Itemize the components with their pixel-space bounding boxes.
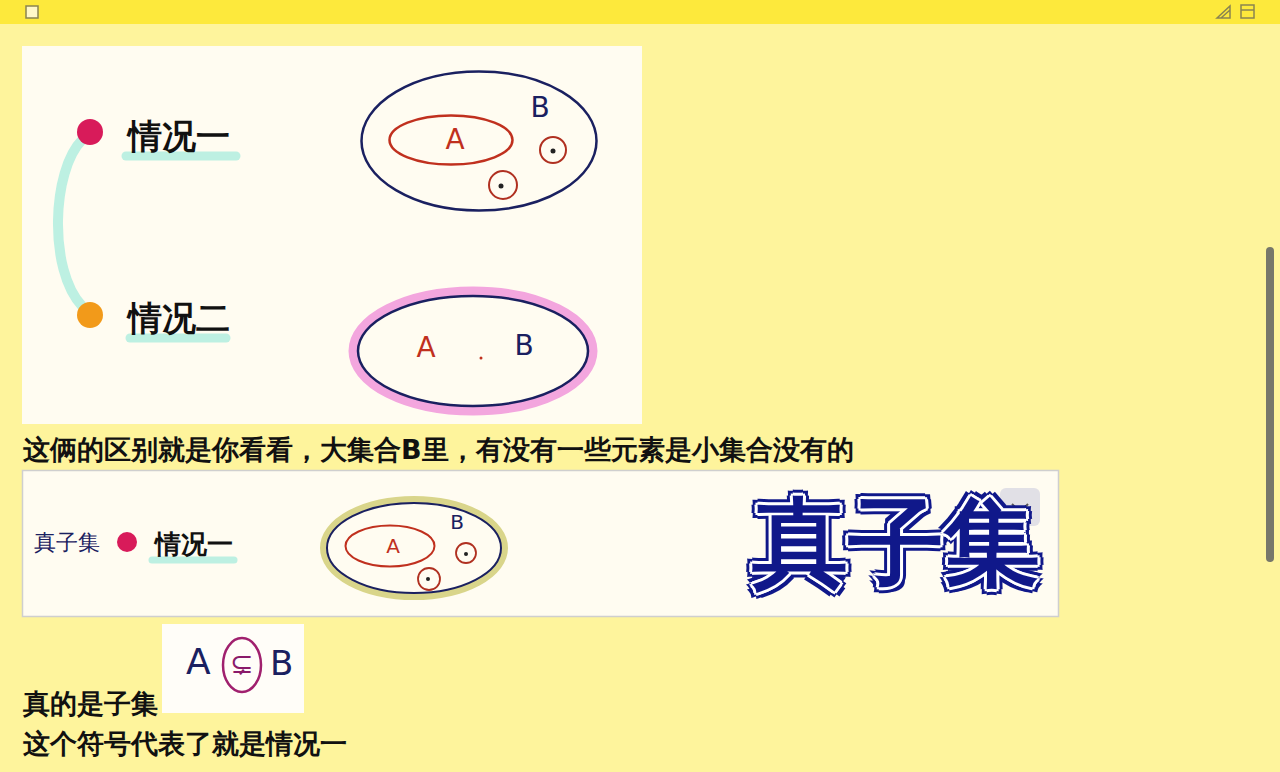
bullet-dot [77, 302, 103, 328]
set-ellipse: A [344, 524, 436, 568]
ellipse-ring [362, 72, 597, 211]
element-dot [426, 577, 430, 581]
set-letter: A [186, 640, 211, 683]
ellipse-ring [353, 291, 593, 411]
ellipse-outline [320, 496, 508, 600]
set-letter: B [514, 332, 533, 360]
resize-icon [1217, 6, 1230, 18]
element-circle [456, 543, 476, 563]
image-panel [22, 46, 642, 424]
scrollbar [1266, 247, 1274, 562]
set-ellipse: BA [320, 496, 508, 600]
bullet-dot [77, 119, 103, 145]
bullet-dot [117, 532, 137, 552]
set-ellipse: BA [360, 70, 598, 212]
set-letter: A [386, 536, 400, 556]
set-letter: B [530, 94, 549, 122]
ellipse-ring [346, 526, 435, 567]
symbol-circle [223, 638, 261, 692]
set-letter: A [416, 334, 435, 362]
ellipse-ring [324, 500, 505, 597]
element-circle [540, 137, 566, 163]
handwritten-label: 真子集 [34, 530, 100, 556]
case-label: 情况二 [128, 298, 230, 339]
note-text: 真的是子集 [23, 688, 158, 720]
note-text: 这俩的区别就是你看看，大集合B里，有没有一些元素是小集合没有的 [23, 434, 854, 466]
case-label: 情况一 [128, 116, 230, 157]
ellipse-ring [327, 503, 501, 593]
element-dot [551, 149, 556, 154]
image-panel [162, 624, 304, 713]
set-ellipse: A [388, 114, 514, 166]
element-dot [480, 357, 483, 360]
panel-icon-line [1241, 9, 1254, 11]
window-icon [26, 6, 38, 18]
element-circle [418, 568, 440, 590]
element-dot [464, 552, 468, 556]
title-watermark: 真子集 [752, 486, 1040, 601]
panel-icon [1241, 5, 1254, 18]
set-letter: A [445, 126, 464, 154]
element-circle [489, 171, 517, 199]
ellipse-outline [360, 70, 598, 212]
set-ellipse: AB [348, 286, 598, 416]
set-letter: B [270, 643, 293, 684]
subset-symbol: ⊊ [230, 647, 253, 681]
ellipse-ring [358, 296, 588, 406]
top-bar [0, 0, 1280, 24]
ellipse-ring [390, 116, 513, 165]
set-letter: B [450, 512, 464, 532]
case-label: 情况一 [155, 529, 233, 560]
element-dot [499, 184, 504, 189]
ellipse-outline [348, 286, 598, 416]
bracket [58, 140, 82, 306]
note-text: 这个符号代表了就是情况一 [23, 728, 347, 760]
image-panel [23, 471, 1059, 617]
